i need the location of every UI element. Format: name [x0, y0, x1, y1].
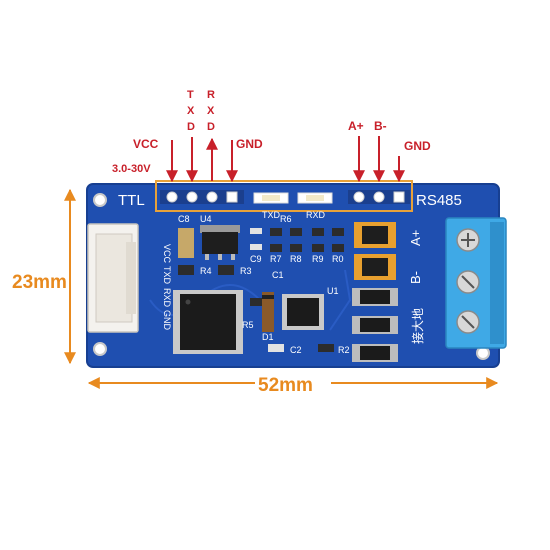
txd-led-label: TXD: [262, 210, 281, 220]
capacitor-c2: [268, 344, 284, 352]
ttl-header-pins: [160, 190, 244, 204]
resistor-r4: [178, 265, 194, 275]
pin-a-plus: [353, 191, 365, 203]
label-r8: R8: [290, 254, 302, 264]
label-d1: D1: [262, 332, 274, 342]
mounting-hole-bottom-right: [476, 346, 490, 360]
label-r3: R3: [240, 266, 252, 276]
capacitor-c8: [178, 228, 194, 258]
header-highlight-box: [155, 180, 413, 212]
rs485-label: RS485: [416, 192, 462, 209]
dim-height-label: 23mm: [12, 272, 67, 293]
conn-label-vcc: VCC: [162, 244, 172, 264]
terminal-label-gnd: 接大地: [410, 308, 425, 344]
conn-label-gnd: GND: [162, 310, 172, 331]
callout-rxd-r: R: [207, 89, 215, 101]
label-r9: R9: [312, 254, 324, 264]
dim-width-label: 52mm: [258, 375, 313, 396]
label-r4: R4: [200, 266, 212, 276]
pin-rxd: [206, 191, 218, 203]
label-r5: R5: [242, 320, 254, 330]
label-c8: C8: [178, 214, 190, 224]
terminal-label-a-plus: A+: [408, 230, 423, 246]
screw-terminal-block: [445, 217, 507, 349]
pin-gnd-485: [393, 191, 405, 203]
smd-diode-2: [352, 316, 398, 334]
resistor-r5: [250, 298, 264, 306]
label-r7: R7: [270, 254, 282, 264]
mounting-hole-top-left: [93, 193, 107, 207]
tvs-diode-2: [354, 254, 396, 280]
terminal-label-b-minus: B-: [408, 271, 423, 284]
rxd-led-label: RXD: [306, 210, 326, 220]
label-c1: C1: [272, 270, 284, 280]
jst-connector: [87, 223, 139, 333]
callout-gnd-right: GND: [404, 139, 431, 153]
callout-b-minus: B-: [374, 119, 387, 133]
callout-txd-x: X: [187, 105, 195, 117]
txd-led: [253, 192, 289, 204]
callout-txd-t: T: [187, 89, 194, 101]
label-u1: U1: [327, 286, 339, 296]
mounting-hole-bottom-left: [93, 342, 107, 356]
rxd-led: [297, 192, 333, 204]
callout-vcc: VCC: [133, 137, 159, 151]
label-r2: R2: [338, 345, 350, 355]
label-u4: U4: [200, 214, 212, 224]
callout-rxd-x: X: [207, 105, 215, 117]
label-r6: R6: [280, 214, 292, 224]
ttl-label: TTL: [118, 192, 145, 209]
smd-row-upper: [250, 228, 344, 252]
diode-d1: [262, 292, 274, 332]
pin-gnd: [226, 191, 238, 203]
conn-label-txd: TXD: [162, 266, 172, 285]
conn-label-rxd: RXD: [162, 288, 172, 308]
pin-b-minus: [373, 191, 385, 203]
resistor-r3: [218, 265, 234, 275]
callout-a-plus: A+: [348, 119, 364, 133]
soic-chip-u1: [282, 294, 324, 330]
rs485-header-pins: [348, 190, 410, 204]
callout-txd-d: D: [187, 121, 195, 133]
callout-voltage: 3.0-30V: [112, 163, 151, 175]
smd-diode-1: [352, 288, 398, 306]
callout-rxd-d: D: [207, 121, 215, 133]
resistor-r2: [318, 344, 334, 352]
label-c2: C2: [290, 345, 302, 355]
regulator-u4: [200, 225, 240, 260]
label-r0: R0: [332, 254, 344, 264]
callout-gnd-left: GND: [236, 137, 263, 151]
smd-diode-3: [352, 344, 398, 362]
pin-txd: [186, 191, 198, 203]
label-c9: C9: [250, 254, 262, 264]
soic-chip-left: [173, 290, 243, 354]
tvs-diode-1: [354, 222, 396, 248]
pin-vcc: [166, 191, 178, 203]
